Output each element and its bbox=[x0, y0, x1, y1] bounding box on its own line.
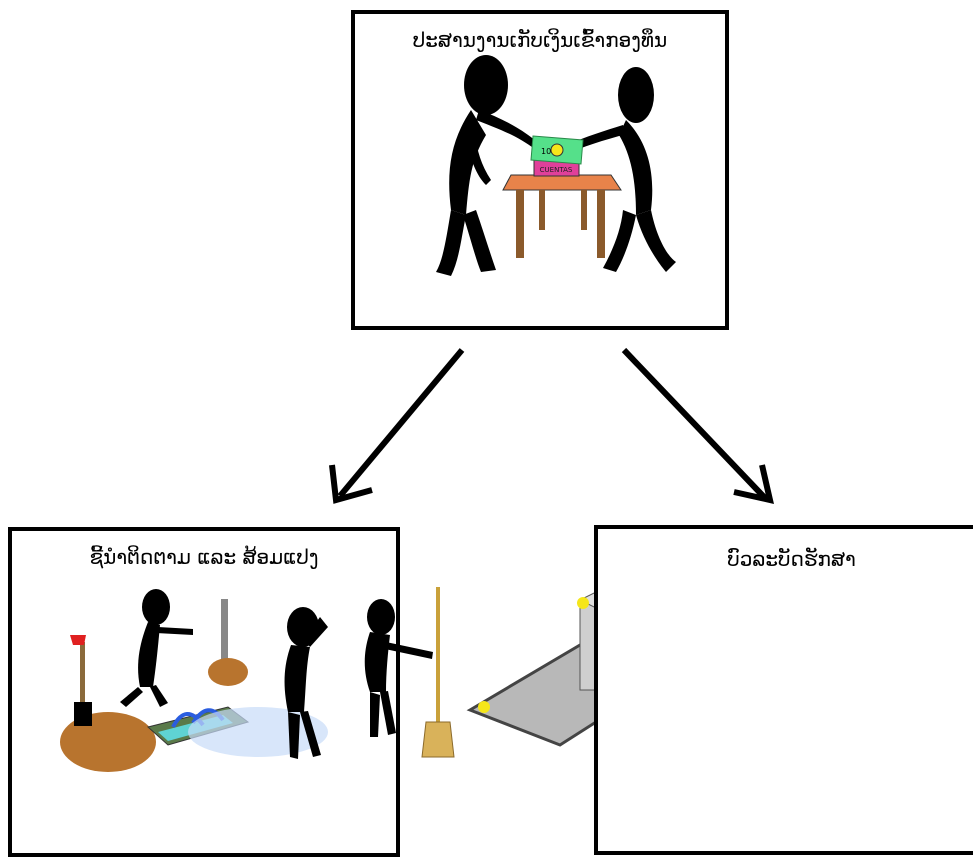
monitor-repair-box: ຊີ້ນຳຕິດຕາມ ແລະ ສ້ອມແປງ bbox=[8, 527, 455, 857]
monitor-repair-illustration bbox=[60, 587, 455, 772]
spark-icon bbox=[577, 597, 589, 609]
spark-icon bbox=[478, 701, 490, 713]
banknote-value: 10 bbox=[541, 147, 551, 156]
left-figure bbox=[436, 55, 541, 276]
table bbox=[502, 174, 622, 258]
fund-collection-title: ປະສານງານເກັບເງິນເຂົ້າກອງທຶນ bbox=[412, 28, 668, 52]
cash-box-label: CUENTAS bbox=[540, 166, 573, 174]
fund-collection-box: ປະສານງານເກັບເງິນເຂົ້າກອງທຶນ bbox=[351, 10, 729, 330]
monitor-repair-title: ຊີ້ນຳຕິດຕາມ ແລະ ສ້ອມແປງ bbox=[89, 545, 319, 569]
maintenance-box: ບົວລະບັດຮັກສາ bbox=[594, 525, 973, 855]
fund-collection-illustration: CUENTAS 10 bbox=[436, 55, 676, 276]
maintenance-title: ບົວລະບັດຮັກສາ bbox=[727, 547, 856, 571]
